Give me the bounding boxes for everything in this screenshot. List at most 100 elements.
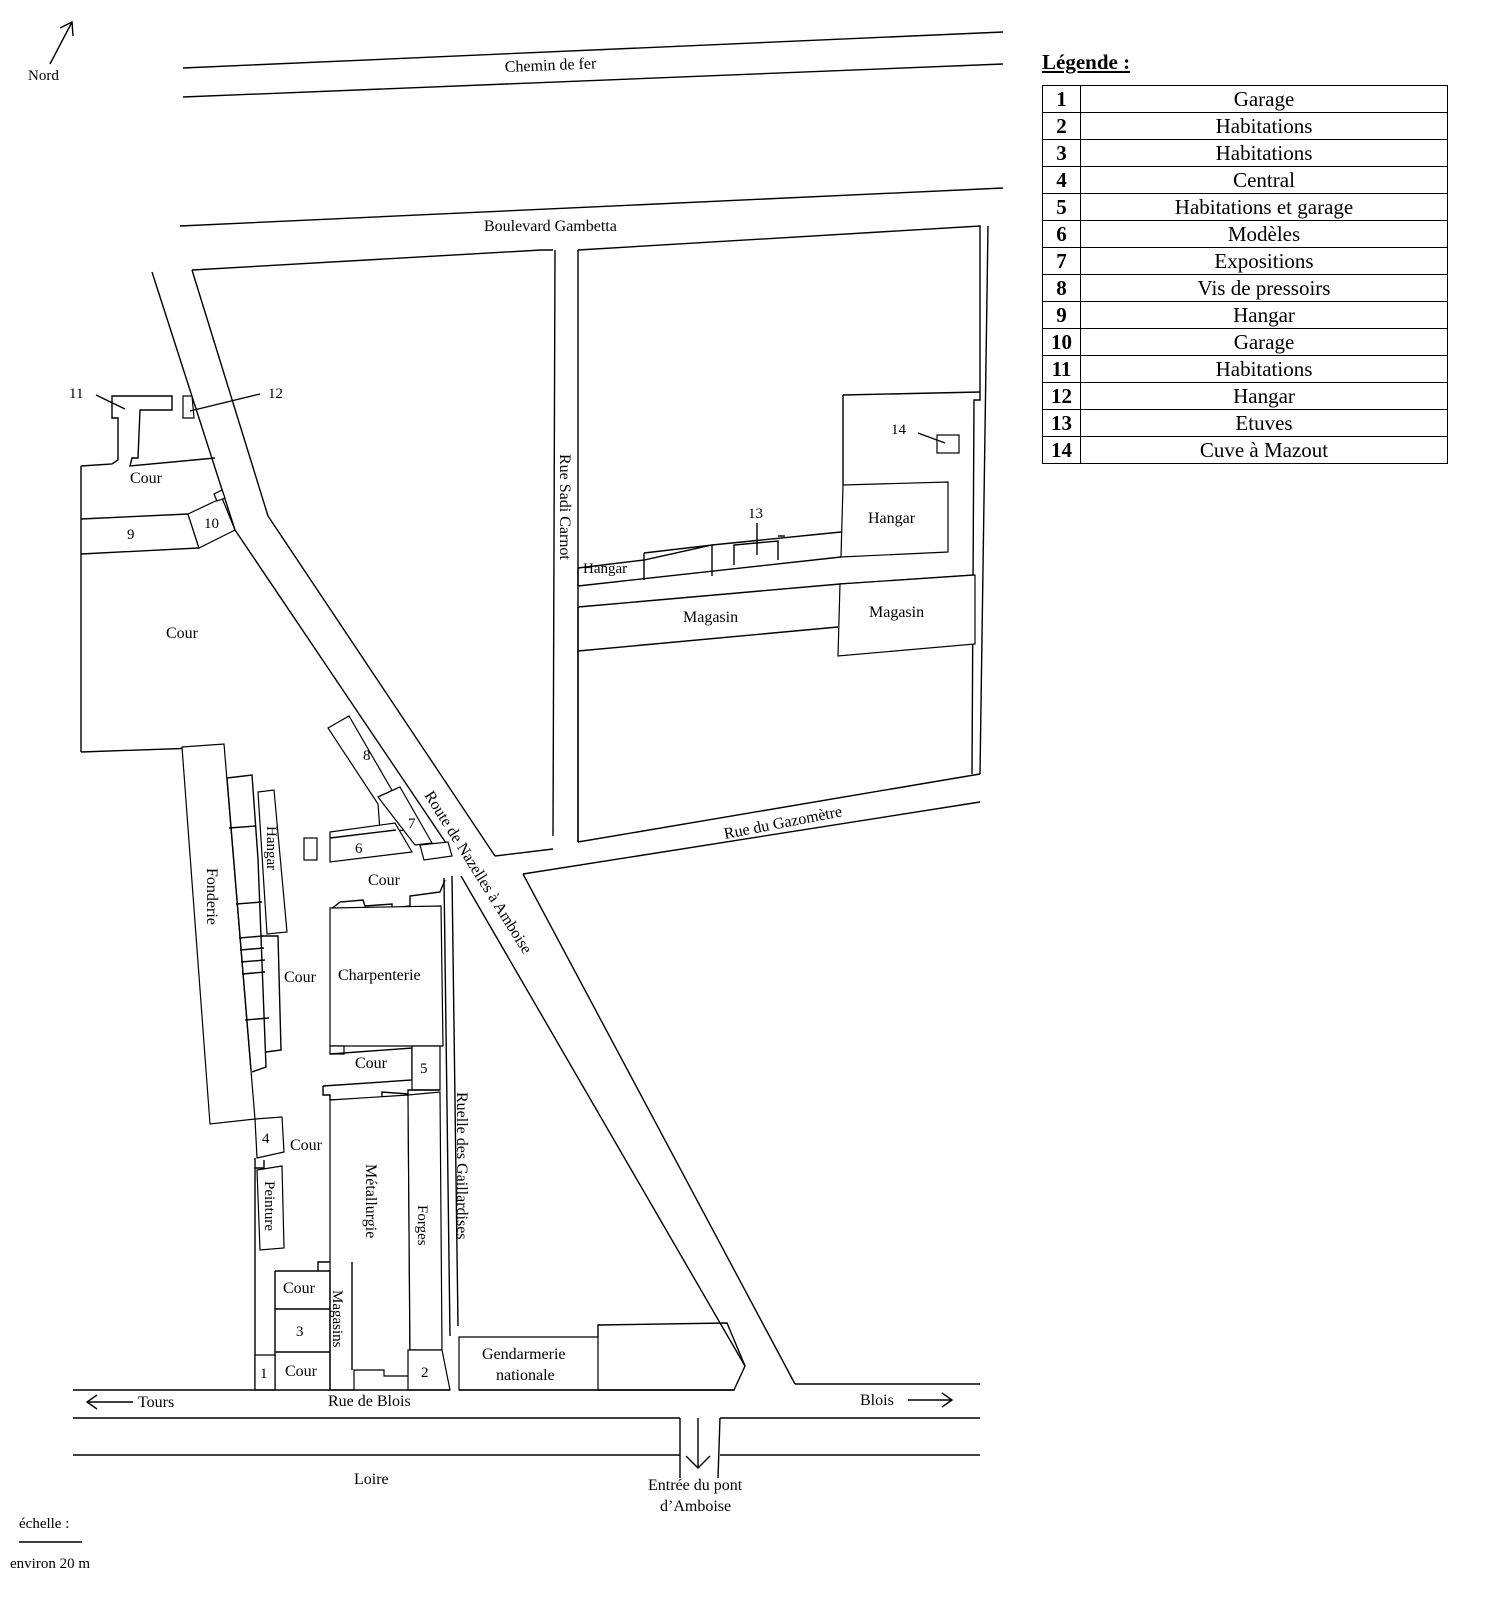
cour-fonderie-label: Cour [284,969,317,986]
east-block: Hangar 14 Hangar 13 Magasin Magasin [577,225,989,843]
number-13: 13 [748,506,763,522]
number-3: 3 [296,1324,304,1340]
number-8: 8 [363,748,371,764]
legend-description: Garage [1080,328,1448,356]
fonderie-area: Fonderie Hangar Cour [181,743,317,1125]
legend-description: Hangar [1080,382,1448,410]
ruelle-gaillardises: Ruelle des Gaillardises [443,875,470,1337]
cour-3-label: Cour [283,1280,316,1297]
metallurgie-area: Métallurgie Forges 2 [322,1086,451,1391]
legend-number: 12 [1042,382,1081,410]
scale-bar: échelle : environ 20 m [10,1516,90,1572]
gendarmerie-label-2: nationale [496,1367,555,1384]
legend-number: 2 [1042,112,1081,140]
cour-charpenterie-label: Cour [355,1055,388,1072]
blois-label: Blois [860,1392,894,1409]
gaillardises-label: Ruelle des Gaillardises [453,1092,470,1240]
peinture-area: 4 Peinture Cour [254,1116,323,1390]
legend-number: 8 [1042,274,1081,302]
legend-description: Central [1080,166,1448,194]
legend-number: 10 [1042,328,1081,356]
legend-description: Habitations [1080,112,1448,140]
gazometre-label: Rue du Gazomètre [723,803,844,843]
sadi-carnot-label: Rue Sadi Carnot [556,454,573,560]
number-11: 11 [69,386,83,402]
bridge-label-1: Entrée du pont [648,1477,743,1494]
legend-description: Expositions [1080,247,1448,275]
legend-description: Etuves [1080,409,1448,437]
cour-peinture-label: Cour [290,1137,323,1154]
magasin-1-label: Magasin [683,609,738,626]
legend-number: 1 [1042,85,1081,113]
hangar-west-label: Hangar [263,826,279,870]
hangar-north-label: Hangar [583,561,627,577]
charpenterie-label: Charpenterie [338,967,421,984]
number-4: 4 [262,1131,270,1147]
gendarmerie: Gendarmerie nationale [458,1322,746,1391]
rue-sadi-carnot: Rue Sadi Carnot [494,249,579,857]
forges-label: Forges [414,1205,430,1246]
route-nazelles: Route de Nazelles à Amboise [421,788,980,1385]
metallurgie-label: Métallurgie [362,1164,379,1238]
gendarmerie-label-1: Gendarmerie [482,1346,566,1363]
legend-description: Garage [1080,85,1448,113]
number-10: 10 [204,516,219,532]
legend-number: 4 [1042,166,1081,194]
rue-de-blois-label: Rue de Blois [328,1393,411,1410]
bottom-left-buildings: Cour 3 Cour 1 Magasins [254,1261,353,1391]
number-14: 14 [891,422,907,438]
scale-label: échelle : [19,1516,69,1532]
loire-and-bridge: Loire Entrée du pont d’Amboise [73,1417,980,1515]
legend-number: 5 [1042,193,1081,221]
cour-west-label: Cour [166,625,199,642]
legend-description: Habitations [1080,355,1448,383]
bridge-label-2: d’Amboise [660,1498,731,1515]
railway-label: Chemin de fer [504,55,597,76]
number-1: 1 [260,1366,268,1382]
charpenterie-area: Charpenterie 5 Cour [322,879,446,1091]
magasins-label: Magasins [329,1290,345,1348]
legend-description: Habitations [1080,139,1448,167]
cour-1-label: Cour [285,1363,318,1380]
north-arrow: Nord [28,20,74,84]
scale-value: environ 20 m [10,1556,90,1572]
legend-description: Vis de pressoirs [1080,274,1448,302]
legend-number: 3 [1042,139,1081,167]
legend-number: 6 [1042,220,1081,248]
number-9: 9 [127,527,135,543]
west-block-outline [151,249,553,857]
northwest-block: 11 12 Cour 9 10 Cour [69,386,283,753]
legend-number: 14 [1042,436,1081,464]
hangar-east-label: Hangar [868,510,916,527]
magasin-2-label: Magasin [869,604,924,621]
legend-description: Habitations et garage [1080,193,1448,221]
number-7: 7 [408,816,416,832]
legend-number: 7 [1042,247,1081,275]
boulevard-gambetta: Boulevard Gambetta [179,187,1004,235]
legend-title: Légende : [1042,50,1131,74]
crossroad-buildings: 8 7 6 Cour [303,715,453,889]
number-2: 2 [421,1365,429,1381]
number-12: 12 [268,386,283,402]
cour-nw-label: Cour [130,470,163,487]
boulevard-label: Boulevard Gambetta [484,218,617,235]
number-5: 5 [420,1061,428,1077]
number-6: 6 [355,841,363,857]
legend-description: Hangar [1080,301,1448,329]
legend-number: 11 [1042,355,1081,383]
legend-number: 9 [1042,301,1081,329]
